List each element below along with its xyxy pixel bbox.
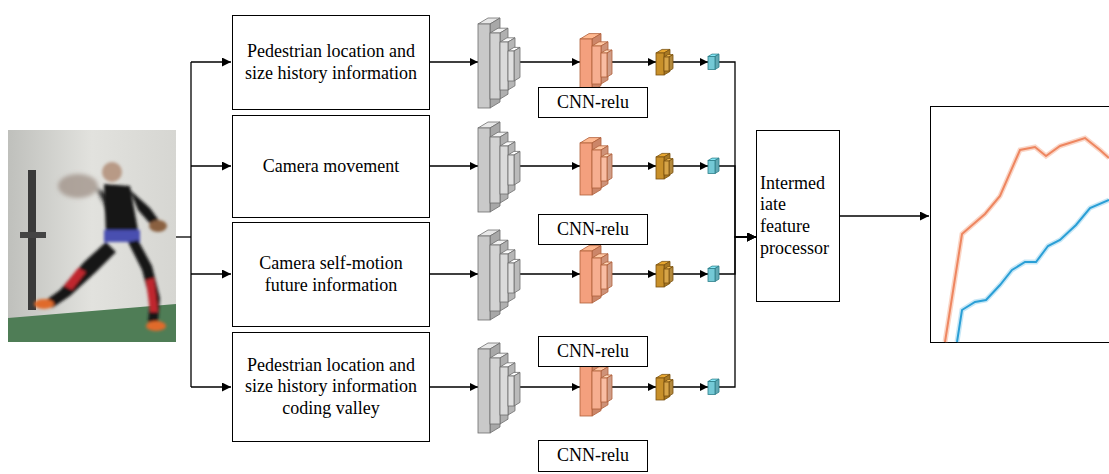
input-box: Pedestrian location and size history inf… xyxy=(232,332,430,442)
box-text: Intermed iate feature processor xyxy=(760,173,836,259)
box-text: Camera movement xyxy=(263,156,399,178)
layer-label-box: CNN-relu xyxy=(538,87,648,119)
athlete-photo xyxy=(8,130,176,342)
layer-label-box: CNN-relu xyxy=(538,336,648,368)
layer-label-box: CNN-relu xyxy=(538,440,648,472)
box-text: CNN-relu xyxy=(557,341,629,363)
input-fanout xyxy=(176,62,231,387)
input-box: Camera movement xyxy=(232,115,430,218)
box-text: CNN-relu xyxy=(557,92,629,114)
processor-box: Intermed iate feature processor xyxy=(756,130,840,302)
box-text: Pedestrian location and size history inf… xyxy=(239,355,423,420)
result-chart xyxy=(931,107,1109,343)
box-text: CNN-relu xyxy=(557,445,629,467)
box-text: Pedestrian location and size history inf… xyxy=(239,41,423,84)
box-text: Camera self-motion future information xyxy=(239,253,423,296)
cnn-stack xyxy=(470,122,719,212)
input-box: Pedestrian location and size history inf… xyxy=(232,15,430,110)
layer-label-box: CNN-relu xyxy=(538,214,648,246)
input-box: Camera self-motion future information xyxy=(232,222,430,327)
output-arrow xyxy=(836,215,929,216)
cnn-stacks xyxy=(470,18,719,433)
box-text: CNN-relu xyxy=(557,219,629,241)
